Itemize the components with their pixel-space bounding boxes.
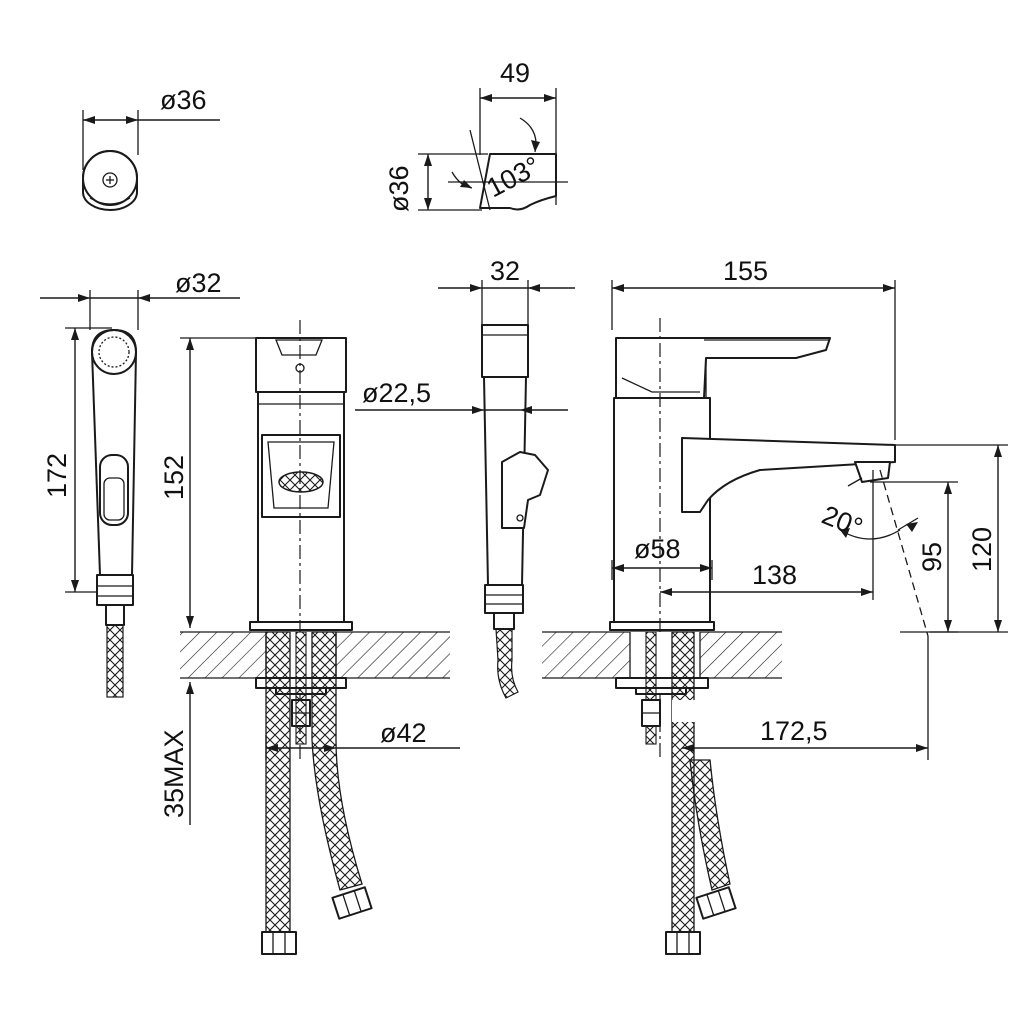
hand-shower-side-view <box>40 290 240 698</box>
dim-body-width: 32 <box>490 256 520 286</box>
mounting-hardware-right <box>615 631 929 955</box>
spout-section-view <box>418 88 568 211</box>
dim-mount-depth: 35MAX <box>159 729 189 818</box>
dim-spout-height-outlet: 95 <box>917 542 947 572</box>
dim-spout-height-top: 120 <box>967 527 997 572</box>
dim-head-front-diameter: ø36 <box>160 85 207 115</box>
dim-holder-diameter: ø22,5 <box>362 378 431 408</box>
dim-aerator-angle: 20° <box>818 500 867 543</box>
mixer-side-view <box>609 280 1008 760</box>
dim-overall-length: 155 <box>723 256 768 286</box>
dim-spout-length: 49 <box>500 58 530 88</box>
dim-spout-reach: 138 <box>752 560 797 590</box>
countertop-section-right <box>542 631 782 679</box>
hand-shower-head-front-view <box>82 110 220 211</box>
mixer-body-front-view <box>180 320 353 825</box>
dim-hand-shower-length: 172 <box>42 453 72 498</box>
dim-spout-diameter: ø36 <box>384 165 414 212</box>
dim-max-reach: 172,5 <box>760 716 828 746</box>
dim-flange-diameter: ø42 <box>380 718 427 748</box>
holder-side-view <box>355 280 575 699</box>
mounting-hardware-left <box>255 631 460 955</box>
dim-base-diameter: ø58 <box>634 534 681 564</box>
dim-hand-shower-diameter: ø32 <box>175 268 222 298</box>
dim-body-height: 152 <box>159 455 189 500</box>
